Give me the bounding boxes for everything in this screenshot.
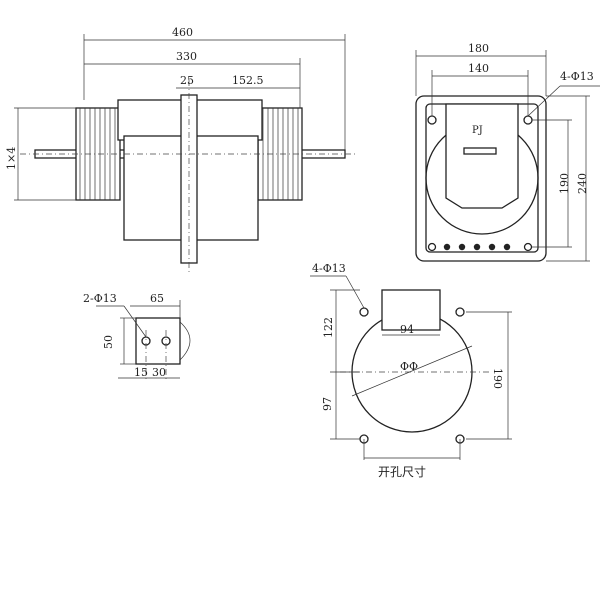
cutout-slot: [381, 289, 441, 331]
nameplate-label: PJ: [472, 125, 483, 136]
end-view: PJ 180 140 4-Φ13: [415, 42, 600, 262]
terminal-plate: [135, 317, 181, 365]
dim-side: 1×4: [5, 147, 18, 170]
cutout-dim-bottom: 97: [321, 397, 334, 411]
cutout-dim-top: 122: [322, 317, 335, 338]
term-dim-edge: 15: [134, 366, 148, 379]
terminal-detail: 65 2-Φ13 50 15 30: [83, 292, 191, 382]
end-dim-width: 180: [468, 42, 489, 55]
mount-hole-tr: [523, 115, 533, 125]
cutout-hole-callout: 4-Φ13: [312, 262, 346, 275]
dim-mid: 330: [176, 50, 197, 63]
term-dim-height: 50: [102, 335, 115, 349]
dim-center: 25: [180, 74, 194, 87]
cutout-hole-tr: [455, 307, 465, 317]
cutout-caption: 开孔尺寸: [378, 465, 426, 479]
cutout-dim-diameter: ΦΦ: [400, 360, 418, 373]
end-dim-pitch-x: 140: [468, 62, 489, 75]
cutout-view: 4-Φ13 94 ΦΦ 122 97 190 开孔尺寸: [310, 262, 512, 479]
end-dim-height: 240: [576, 173, 589, 194]
term-hole-callout: 2-Φ13: [83, 292, 117, 305]
dim-half: 152.5: [232, 74, 264, 87]
end-hole-callout: 4-Φ13: [560, 70, 594, 83]
terminal-row: [427, 242, 533, 252]
nameplate-bracket: [445, 103, 519, 209]
end-dim-pitch-y: 190: [558, 173, 571, 194]
cutout-hole-tl: [359, 307, 369, 317]
dim-overall: 460: [172, 26, 193, 39]
front-view: 460 330 25 152.5 1×4: [5, 26, 355, 275]
cutout-dim-vertical: 190: [491, 368, 504, 389]
nameplate-slot: [463, 147, 497, 155]
cutout-dim-slot: 94: [400, 323, 414, 336]
term-dim-pitch: 30: [152, 366, 166, 379]
end-frame-outer: [415, 95, 547, 262]
mount-hole-tl: [427, 115, 437, 125]
term-dim-width: 65: [150, 292, 164, 305]
